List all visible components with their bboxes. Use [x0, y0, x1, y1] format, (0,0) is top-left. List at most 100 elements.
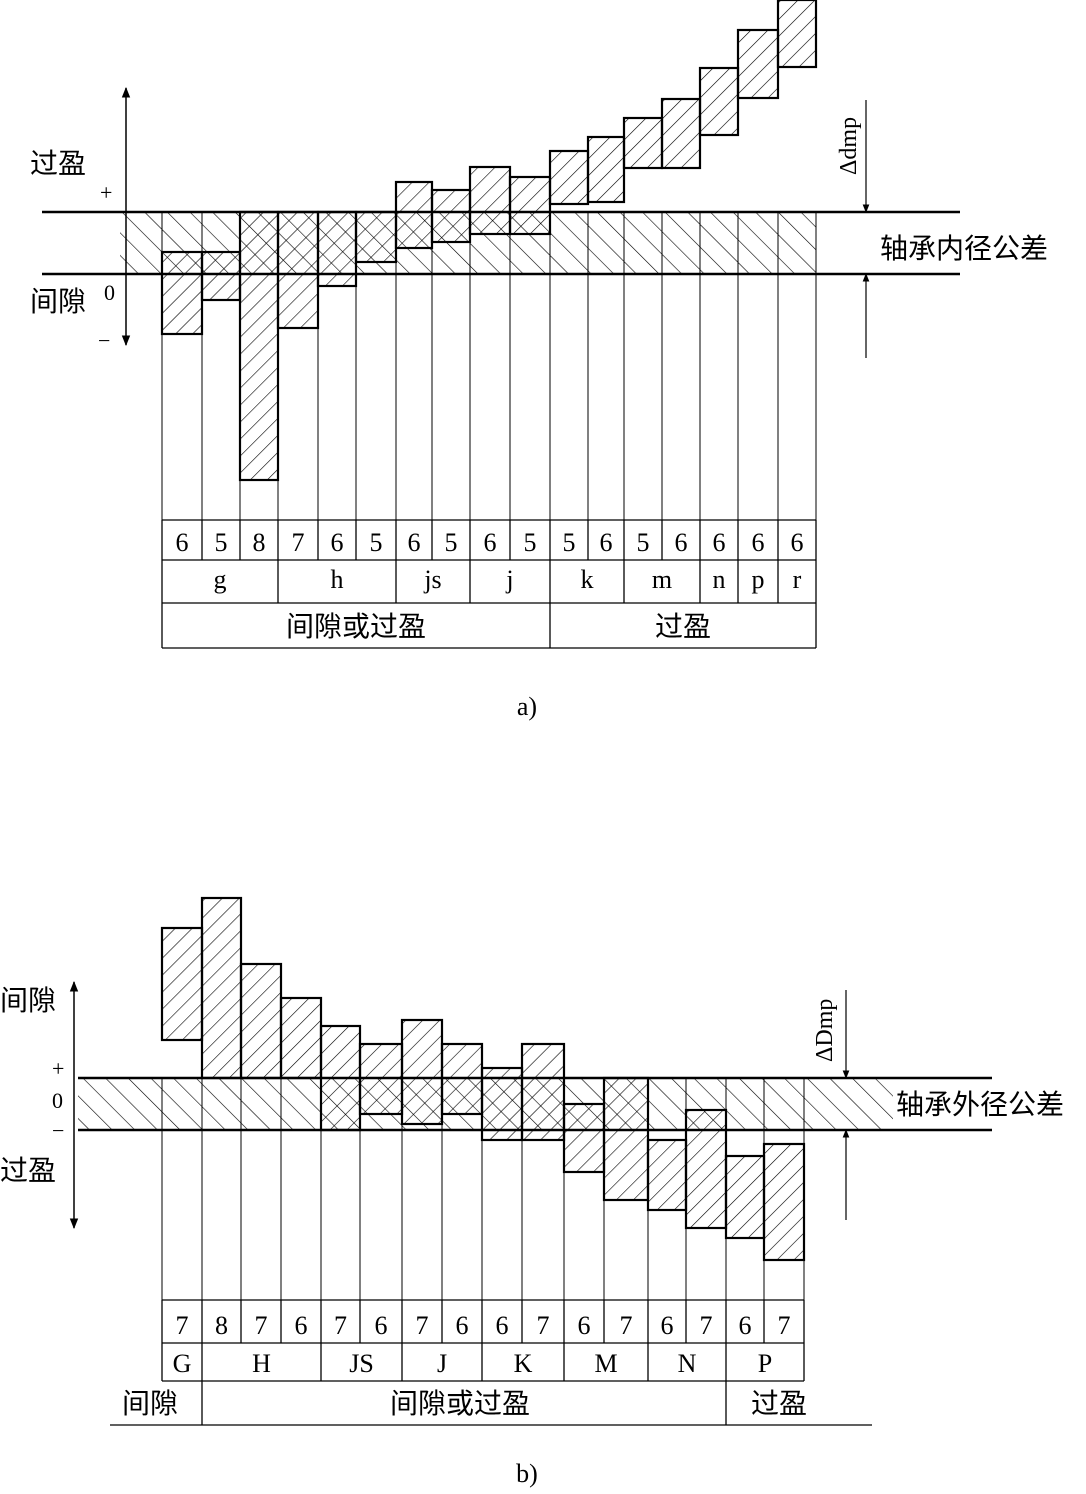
- tolerance-zone: [200, 250, 242, 302]
- sign-zero: 0: [104, 280, 115, 305]
- fit-group-cell: 过盈: [655, 610, 711, 643]
- grade-cell: 6: [578, 1311, 591, 1340]
- fit-group-cell: 间隙或过盈: [286, 610, 426, 643]
- letter-cell: JS: [349, 1349, 374, 1378]
- left-top-label: 过盈: [30, 147, 86, 180]
- tolerance-zone: [724, 1154, 766, 1240]
- grade-cell: 7: [334, 1311, 347, 1340]
- grade-cell: 6: [331, 528, 344, 557]
- grade-cell: 6: [661, 1311, 674, 1340]
- tolerance-zone: [684, 1108, 728, 1230]
- grade-cell: 6: [675, 528, 688, 557]
- grade-cell: 5: [445, 528, 458, 557]
- tolerance-zone: [430, 188, 472, 244]
- tolerance-zone: [279, 996, 323, 1080]
- letter-cell: k: [581, 565, 594, 594]
- grade-cell: 5: [370, 528, 383, 557]
- grade-cell: 7: [700, 1311, 713, 1340]
- grade-cell: 7: [292, 528, 305, 557]
- letter-cell: J: [437, 1349, 447, 1378]
- grade-cell: 6: [456, 1311, 469, 1340]
- tolerance-zone: [622, 116, 664, 170]
- tolerance-zone: [440, 1042, 484, 1116]
- left-bottom-label: 间隙: [30, 285, 86, 318]
- shaft-tolerance-zones: [160, 0, 818, 482]
- grade-cell: 8: [253, 528, 266, 557]
- grade-cell: 6: [791, 528, 804, 557]
- letter-cell: G: [173, 1349, 192, 1378]
- tolerance-zone: [319, 1024, 362, 1132]
- letter-cell: js: [423, 565, 441, 594]
- letter-row-b: G H JS J K M N P: [173, 1349, 773, 1378]
- grade-cell: 6: [375, 1311, 388, 1340]
- letter-cell: n: [713, 565, 726, 594]
- grade-cell: 6: [408, 528, 421, 557]
- letter-cell: j: [505, 565, 513, 594]
- grade-cell: 6: [739, 1311, 752, 1340]
- tolerance-zone: [200, 896, 243, 1080]
- grade-cell: 7: [537, 1311, 550, 1340]
- tolerance-zone: [468, 165, 512, 236]
- tolerance-zone: [508, 175, 552, 236]
- sign-minus-b: −: [52, 1118, 64, 1143]
- grade-cell: 5: [215, 528, 228, 557]
- tolerance-zone: [238, 210, 280, 482]
- sign-minus: −: [98, 328, 110, 353]
- tolerance-zone: [400, 1018, 444, 1126]
- delta-label: Δdmp: [836, 117, 862, 175]
- letter-cell: p: [752, 565, 765, 594]
- tolerance-zone: [160, 250, 204, 336]
- tolerance-zone: [736, 28, 780, 100]
- grade-cell: 7: [255, 1311, 268, 1340]
- grade-cell: 6: [752, 528, 765, 557]
- caption-b: b): [516, 1459, 538, 1488]
- left-bottom-label-b: 过盈: [0, 1154, 56, 1187]
- letter-cell: K: [514, 1349, 533, 1378]
- sign-plus-b: +: [52, 1056, 64, 1081]
- tolerance-zone: [276, 210, 320, 330]
- letter-cell: H: [252, 1349, 271, 1378]
- letter-cell: M: [594, 1349, 617, 1378]
- delta-label-b: ΔDmp: [812, 999, 838, 1062]
- fit-group-row-b: 间隙间隙或过盈过盈: [122, 1387, 807, 1420]
- grade-cell: 5: [563, 528, 576, 557]
- tolerance-zone: [562, 1102, 606, 1174]
- grade-cell: 5: [637, 528, 650, 557]
- tolerance-zone: [586, 135, 626, 204]
- tolerance-zone: [354, 210, 398, 264]
- letter-cell: r: [793, 565, 802, 594]
- classification-table-b: [110, 1299, 872, 1426]
- letter-cell: m: [652, 565, 672, 594]
- sign-zero-b: 0: [52, 1088, 63, 1113]
- caption-a: a): [517, 692, 537, 721]
- letter-cell: P: [758, 1349, 772, 1378]
- grade-cell: 7: [778, 1311, 791, 1340]
- tolerance-zone: [160, 926, 204, 1042]
- grade-cell: 6: [484, 528, 497, 557]
- grade-cell: 6: [496, 1311, 509, 1340]
- tolerance-zone: [520, 1042, 566, 1142]
- letter-cell: h: [331, 565, 344, 594]
- grade-cell: 7: [416, 1311, 429, 1340]
- fit-group-cell: 间隙: [122, 1387, 178, 1420]
- grade-cell: 6: [176, 528, 189, 557]
- right-label: 轴承内径公差: [880, 232, 1048, 265]
- tolerance-zone: [762, 1142, 806, 1262]
- grade-cell: 6: [600, 528, 613, 557]
- left-top-label-b: 间隙: [0, 984, 56, 1017]
- fit-group-cell: 间隙或过盈: [390, 1387, 530, 1420]
- fit-group-row: 间隙或过盈 过盈: [286, 610, 711, 643]
- tolerance-zone: [358, 1042, 404, 1116]
- tolerance-zone: [776, 0, 818, 69]
- tolerance-zone: [394, 180, 434, 250]
- tolerance-zone: [602, 1076, 650, 1202]
- letter-cell: N: [678, 1349, 697, 1378]
- tolerance-zone: [480, 1066, 524, 1142]
- grade-cell: 6: [713, 528, 726, 557]
